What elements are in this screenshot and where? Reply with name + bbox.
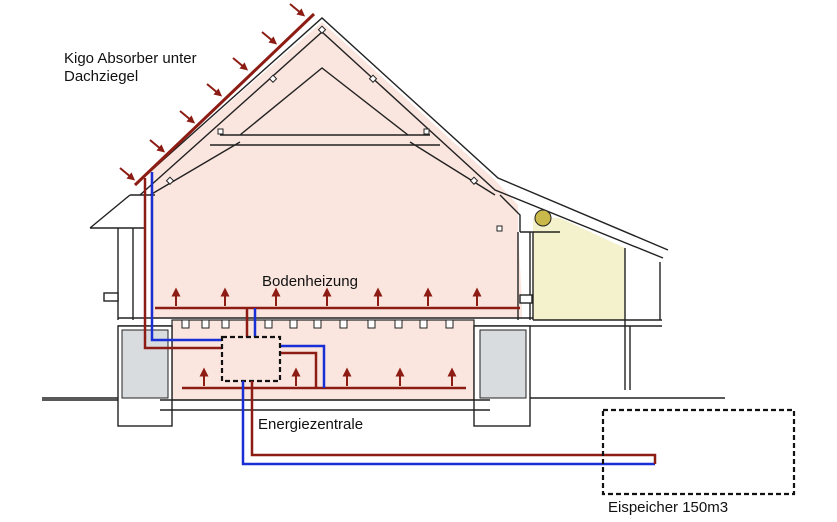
pipe-floor-cellar-cold [280, 344, 326, 388]
pipe-storage-cold [241, 381, 655, 466]
cellar-wall-right [479, 329, 527, 399]
ice-storage-box [601, 408, 796, 496]
cellar-wall-left [121, 329, 169, 399]
pipe-floor-cellar-warm [280, 351, 318, 388]
pipe-absorber-cold [150, 172, 222, 342]
roof-nodes [165, 25, 503, 232]
energy-center-label: Energiezentrale [258, 416, 364, 433]
annex-zone [533, 218, 625, 320]
collector-icon [534, 209, 552, 227]
floor-heating-upper-arrows [171, 287, 482, 306]
sun-arrows [119, 3, 306, 181]
ceiling-joists [181, 319, 454, 329]
energy-center-box [220, 335, 282, 383]
absorber-label-line2: Dachziegel [64, 68, 139, 85]
pipe-absorber-warm [143, 178, 222, 350]
pipe-storage-warm [250, 381, 657, 464]
ice-storage-label: Eispeicher 150m3 [608, 499, 729, 516]
floor-heating-cellar-arrows [199, 367, 457, 386]
floor-heating-label: Bodenheizung [262, 273, 358, 290]
absorber-label: Kigo Absorber unter Dachziegel [64, 50, 197, 86]
absorber-line [133, 12, 316, 187]
absorber-label-line1: Kigo Absorber unter [64, 50, 197, 67]
roof-outline [89, 17, 669, 390]
heated-zone-upper [150, 22, 522, 318]
